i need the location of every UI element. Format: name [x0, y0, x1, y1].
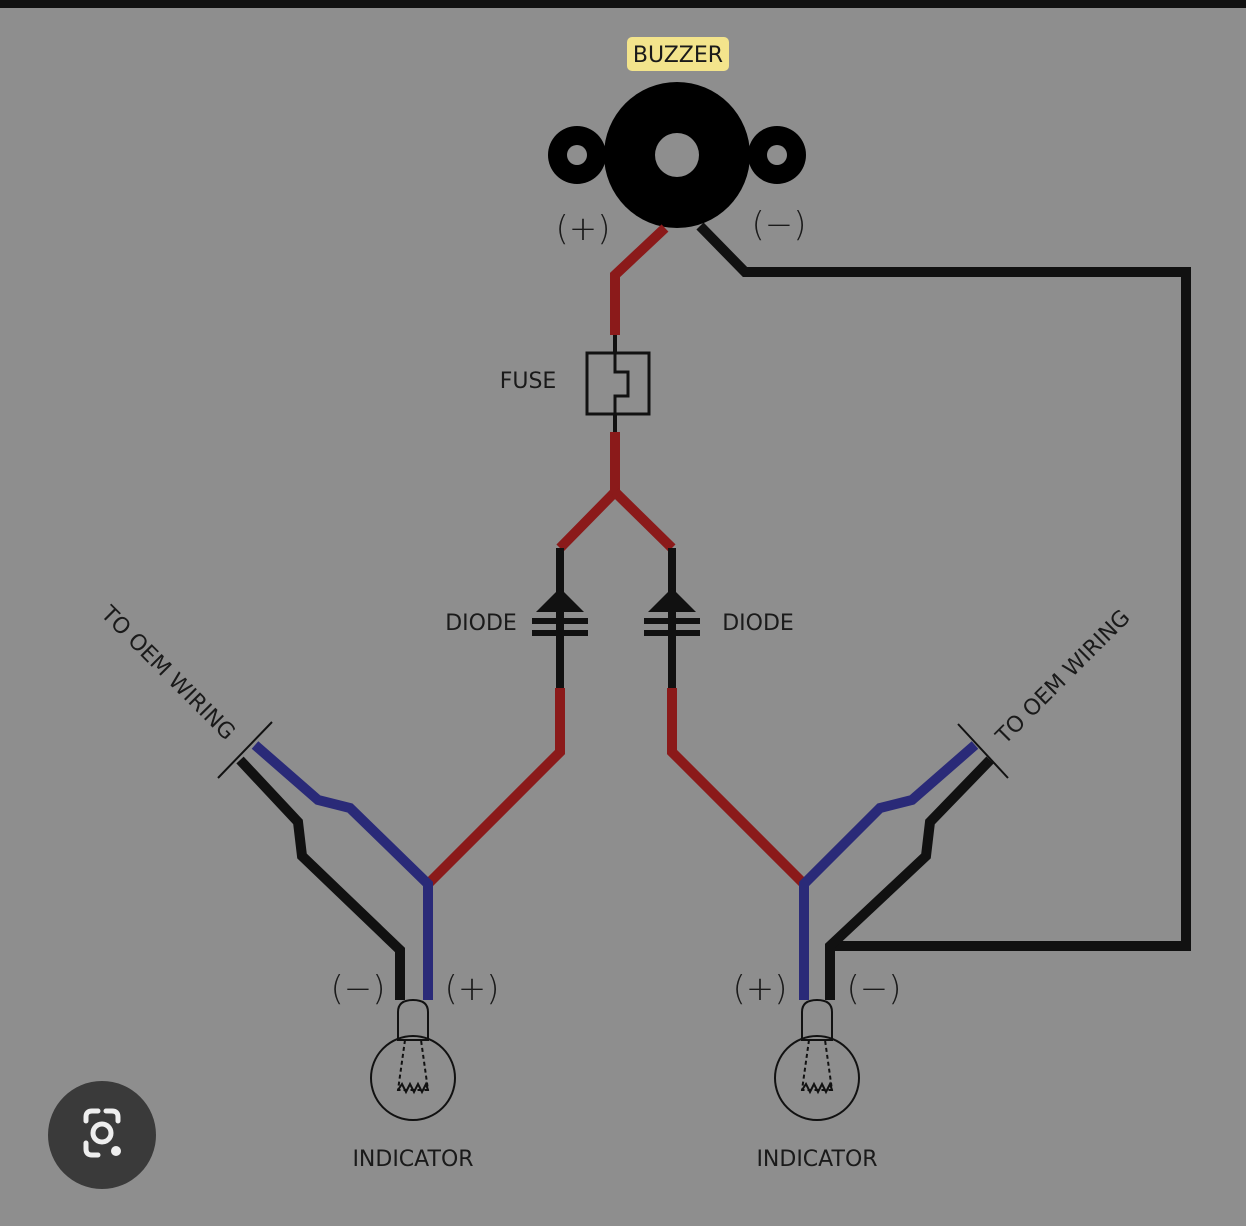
right-oem-wires — [799, 741, 994, 1000]
diode-left-icon — [532, 548, 588, 688]
buzzer-icon — [548, 82, 806, 228]
positive-wires — [424, 224, 808, 888]
diode-right-label: DIODE — [722, 611, 794, 636]
fuse-label: FUSE — [500, 369, 557, 394]
buzzer-label: BUZZER — [633, 43, 723, 68]
left-indicator-label: INDICATOR — [352, 1147, 473, 1172]
right-oem-cut-line — [957, 723, 1009, 779]
diode-right-icon — [644, 548, 700, 688]
left-indicator-bulb-icon — [370, 998, 456, 1121]
right-indicator-label: INDICATOR — [756, 1147, 877, 1172]
top-bar — [0, 0, 1246, 8]
diode-left-label: DIODE — [445, 611, 517, 636]
fuse-icon — [585, 335, 651, 432]
oem-left-label: TO OEM WIRING — [95, 601, 240, 746]
left-indicator-plus: (+) — [444, 969, 499, 1009]
right-indicator-bulb-icon — [774, 998, 860, 1121]
ground-wire-buzzer — [696, 222, 1191, 951]
right-indicator-plus: (+) — [732, 969, 787, 1009]
oem-right-label: TO OEM WIRING — [991, 605, 1136, 750]
left-oem-wires — [236, 741, 433, 1000]
buzzer-minus-label: (−) — [751, 205, 806, 245]
camera-search-icon — [83, 1108, 121, 1158]
left-oem-cut-line — [217, 721, 273, 779]
lens-search-button[interactable] — [48, 1081, 156, 1189]
buzzer-plus-label: (+) — [555, 209, 610, 249]
left-indicator-minus: (−) — [330, 969, 385, 1009]
buzzer-label-highlight — [627, 37, 729, 71]
right-indicator-minus: (−) — [846, 969, 901, 1009]
